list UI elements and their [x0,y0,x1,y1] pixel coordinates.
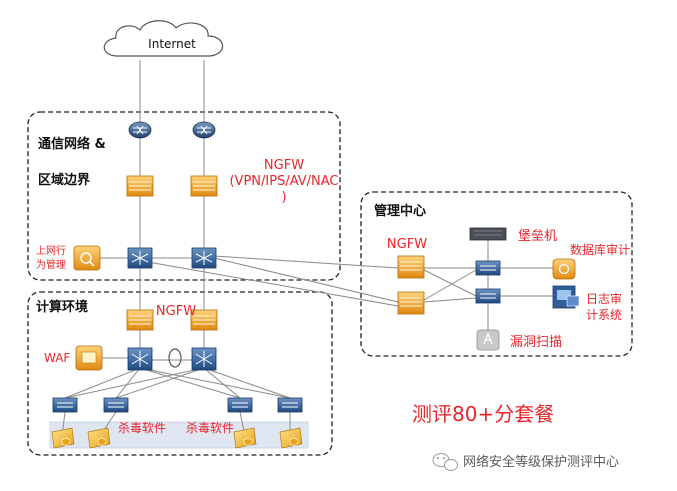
client-pc-icon [233,427,257,449]
access-switch-icon [52,397,78,413]
ngfw-top-features: (VPN/IPS/AV/NAC [229,174,338,189]
firewall-icon [190,175,218,197]
firewall-icon [126,309,154,331]
access-switch-icon [277,397,303,413]
waf-icon [75,345,103,371]
connection-lines [61,60,553,437]
switch-icon [475,260,501,276]
waf-label: WAF [44,351,70,365]
watermark-text: 网络安全等级保护测评中心 [463,454,619,470]
firewall-icon [190,309,218,331]
package-title: 测评80+分套餐 [412,402,554,426]
db-audit-icon [552,258,576,280]
log-audit-label-1: 日志审 [586,291,622,306]
log-audit-icon [552,285,580,309]
zone-management [360,191,633,357]
router-icon [128,121,152,139]
log-audit-label-2: 计系统 [586,308,622,322]
wechat-icon [432,453,458,471]
antivirus-label-1: 杀毒软件 [118,420,166,435]
zone-compute [27,291,333,456]
internet-label: Internet [148,37,196,51]
wechat-watermark: 网络安全等级保护测评中心 [432,453,619,471]
db-audit-label: 数据库审计 [570,242,630,257]
vuln-scan-label: 漏洞扫描 [510,334,562,350]
ngfw-top-features-close: ) [281,190,286,205]
switch-icon [127,247,153,269]
client-pc-icon [279,427,303,449]
ngfw-top-label: NGFW [264,158,304,173]
firewall-icon [397,255,425,279]
stack-link-icon [168,348,182,368]
zone-label-comm-border-2: 区域边界 [38,172,90,188]
firewall-icon [126,175,154,197]
internet-behavior-label-2: 为管理 [36,258,66,271]
access-switch-icon [103,397,129,413]
internet-behavior-label-1: 上网行 [36,244,66,257]
zone-label-comm-border-1: 通信网络 & [38,136,106,152]
ngfw-mgmt-label: NGFW [387,237,427,252]
client-pc-icon [51,427,75,449]
bastion-server-icon [469,227,507,241]
firewall-icon [397,291,425,315]
zone-comm-border [27,111,341,281]
internet-behavior-mgmt-icon [73,245,101,271]
internet-cloud: Internet [103,20,224,57]
client-pc-icon [87,427,111,449]
zone-label-management: 管理中心 [374,203,426,219]
vuln-scan-icon [476,329,500,351]
switch-icon [191,247,217,269]
zone-label-compute: 计算环境 [36,299,88,315]
bastion-label: 堡垒机 [518,228,557,244]
access-switch-icon [227,397,253,413]
router-icon [192,121,216,139]
switch-icon [475,288,501,304]
antivirus-label-2: 杀毒软件 [186,420,234,435]
ngfw-compute-label: NGFW [156,304,196,319]
core-switch-icon [127,347,153,371]
core-switch-icon [191,347,217,371]
